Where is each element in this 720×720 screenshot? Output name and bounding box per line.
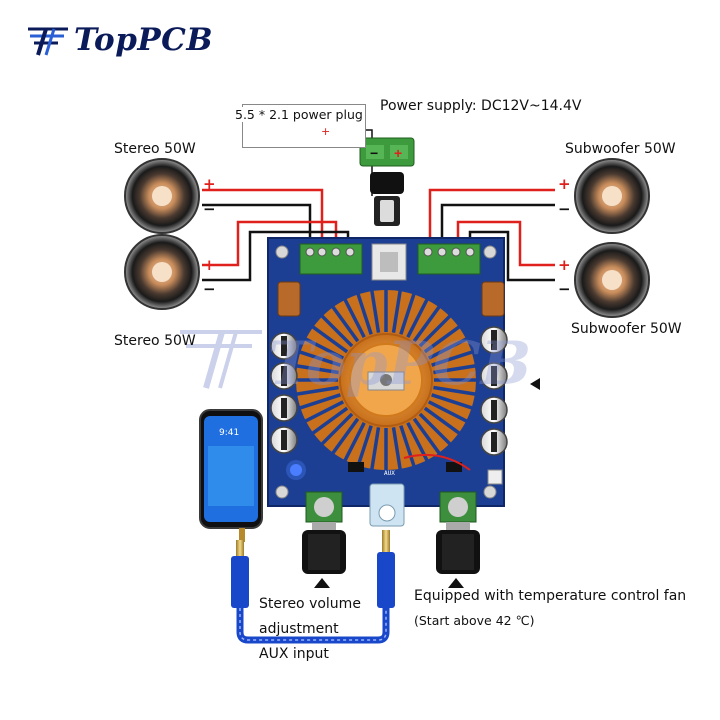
heatsink-fin-gap (319, 412, 354, 447)
smartphone (199, 409, 263, 542)
volume-knob-base (305, 491, 343, 523)
polarity-plus-2: + (203, 256, 216, 274)
polarity-minus-2: − (203, 280, 216, 298)
heatsink-fin-gap (303, 400, 345, 424)
power-supply-label: Power supply: DC12V~14.4V (380, 98, 582, 114)
polarity-plus-1: + (203, 175, 216, 193)
heatsink-fin-gap (391, 427, 403, 472)
speaker-wires (202, 129, 555, 282)
heatsink-fin-gap (342, 297, 366, 339)
polarity-minus-1: − (203, 200, 216, 218)
watermark: TopPCB (180, 329, 531, 399)
brand-logo-text: TopPCB (74, 22, 214, 58)
watermark-text: TopPCB (268, 329, 531, 399)
power-plug-label: 5.5 * 2.1 power plug (233, 107, 365, 122)
volume-label: Stereo volume (259, 596, 361, 612)
power-led (290, 464, 302, 476)
volume-knob[interactable] (302, 522, 346, 588)
heatsink-fin-gap (391, 288, 403, 333)
power-plug-box: 5.5 * 2.1 power plug + (233, 104, 366, 148)
phone-clock: 9:41 (219, 428, 240, 438)
speaker-stereo-bottom (124, 234, 200, 310)
fan-arrow-icon (448, 578, 464, 588)
heatsink-fin-gap (310, 324, 349, 354)
polarity-minus-4: − (558, 280, 571, 298)
sub-top-label: Subwoofer 50W (565, 141, 676, 157)
heatsink-fin-gap (399, 291, 417, 335)
polarity-minus-3: − (558, 200, 571, 218)
aux-silkscreen: AUX (384, 470, 395, 477)
aux-label: AUX input (259, 646, 329, 662)
heatsink-fin-gap (342, 421, 366, 463)
heatsink-fin-gap (427, 336, 469, 360)
indicator-arrow-right (530, 378, 540, 390)
volume-arrow-icon (314, 578, 330, 588)
bass-knob-base (439, 491, 477, 523)
aux-cable (231, 530, 395, 644)
heatsink-fin-gap (433, 385, 478, 397)
heatsink-fin-gap (330, 304, 360, 343)
heatsink-fin-gap (355, 425, 373, 469)
heatsink-fin-gap (412, 304, 442, 343)
heatsink-fin-gap (418, 313, 453, 348)
heatsink-fin-gap (431, 393, 475, 411)
heatsink-fin-gap (297, 393, 341, 411)
polarity-plus-4: + (558, 256, 571, 274)
heatsink-fin-gap (319, 313, 354, 348)
heatsink-fin-gap (433, 363, 478, 375)
heatsink-fin-gap (427, 400, 469, 424)
brand-logo: TopPCB (26, 22, 213, 58)
heatsink-fin-gap (355, 291, 373, 335)
capacitors (270, 326, 508, 456)
heatsink-fin-gap (431, 349, 475, 367)
power-terminal: − + (359, 137, 415, 167)
speaker-sub-bottom (574, 242, 650, 318)
fan-label: Equipped with temperature control fan (414, 588, 687, 604)
heatsink-fin-gap (303, 336, 345, 360)
speaker-stereo-top (124, 158, 200, 234)
heatsink-fin-gap (294, 363, 339, 375)
heatsink-fin-gap (330, 417, 360, 456)
sub-bottom-label: Subwoofer 50W (571, 321, 682, 337)
heatsink-fin-gap (310, 406, 349, 436)
heatsink-fin-gap (294, 385, 339, 397)
brand-logo-icon (28, 27, 68, 56)
speaker-sub-top (574, 158, 650, 234)
stereo-bottom-label: Stereo 50W (114, 333, 196, 349)
heatsink-fin-gap (369, 288, 381, 333)
heatsink-fin-gap (369, 427, 381, 472)
heatsink-fin-gap (406, 297, 430, 339)
barrel-plug (370, 172, 404, 226)
heatsink-fin-gap (423, 406, 462, 436)
heatsink-fin-gap (423, 324, 462, 354)
power-terminal-plus: + (394, 145, 402, 161)
volume-label-2: adjustment (259, 621, 339, 637)
stereo-top-label: Stereo 50W (114, 141, 196, 157)
cooling-fan (349, 343, 423, 417)
fan-label-2: (Start above 42 ℃) (414, 613, 535, 628)
aux-jack (369, 483, 405, 527)
heatsink-fin-gap (418, 412, 453, 447)
power-terminal-minus: − (370, 145, 378, 161)
heatsink-fin-gap (399, 425, 417, 469)
power-plug-plus: + (321, 125, 331, 138)
polarity-plus-3: + (558, 175, 571, 193)
heatsink-fin-gap (297, 349, 341, 367)
bass-knob[interactable] (436, 522, 480, 588)
heatsink-fin-gap (412, 417, 442, 456)
